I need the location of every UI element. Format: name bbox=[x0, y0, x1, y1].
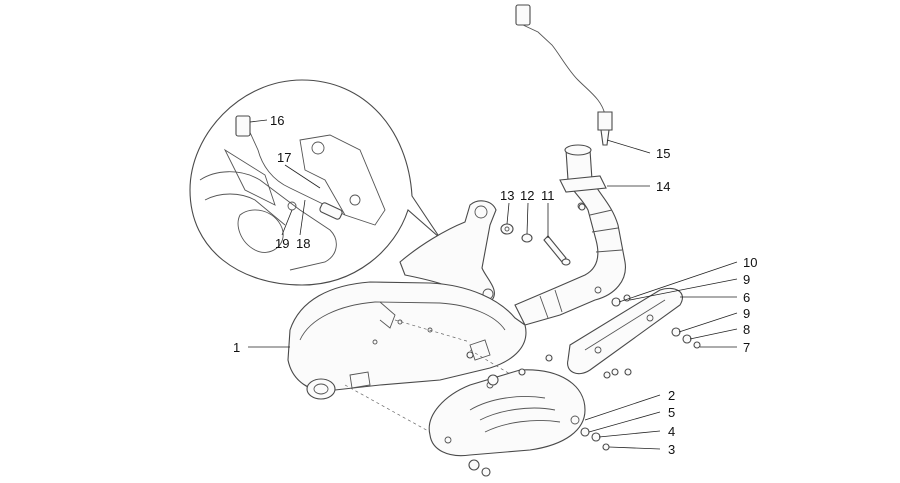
small-fasteners bbox=[466, 203, 701, 477]
callout-labels: 1 2 3 4 5 6 7 8 9 9 10 11 12 13 14 15 16… bbox=[233, 113, 757, 457]
callout-14: 14 bbox=[656, 179, 670, 194]
lambda-sensor bbox=[515, 4, 613, 146]
callout-2: 2 bbox=[668, 388, 675, 403]
callout-4: 4 bbox=[668, 424, 675, 439]
side-heat-shield bbox=[567, 287, 683, 375]
callout-15: 15 bbox=[656, 146, 670, 161]
callout-18: 18 bbox=[296, 236, 310, 251]
callout-9-upper: 9 bbox=[743, 272, 750, 287]
callout-12: 12 bbox=[520, 188, 534, 203]
callout-9-lower: 9 bbox=[743, 306, 750, 321]
callout-10: 10 bbox=[743, 255, 757, 270]
callout-11: 11 bbox=[541, 188, 555, 203]
detail-inset bbox=[189, 79, 441, 286]
callout-6: 6 bbox=[743, 290, 750, 305]
callout-5: 5 bbox=[668, 405, 675, 420]
callout-1: 1 bbox=[233, 340, 240, 355]
callout-16: 16 bbox=[270, 113, 284, 128]
callout-8: 8 bbox=[743, 322, 750, 337]
callout-13: 13 bbox=[500, 188, 514, 203]
callout-7: 7 bbox=[743, 340, 750, 355]
leader-lines bbox=[248, 119, 738, 450]
callout-3: 3 bbox=[668, 442, 675, 457]
exhaust-header-pipe bbox=[514, 144, 626, 326]
bolt-and-washers bbox=[500, 223, 571, 266]
callout-17: 17 bbox=[277, 150, 291, 165]
lower-heat-shield bbox=[428, 369, 586, 457]
muffler-body bbox=[287, 281, 527, 433]
callout-19: 19 bbox=[275, 236, 289, 251]
